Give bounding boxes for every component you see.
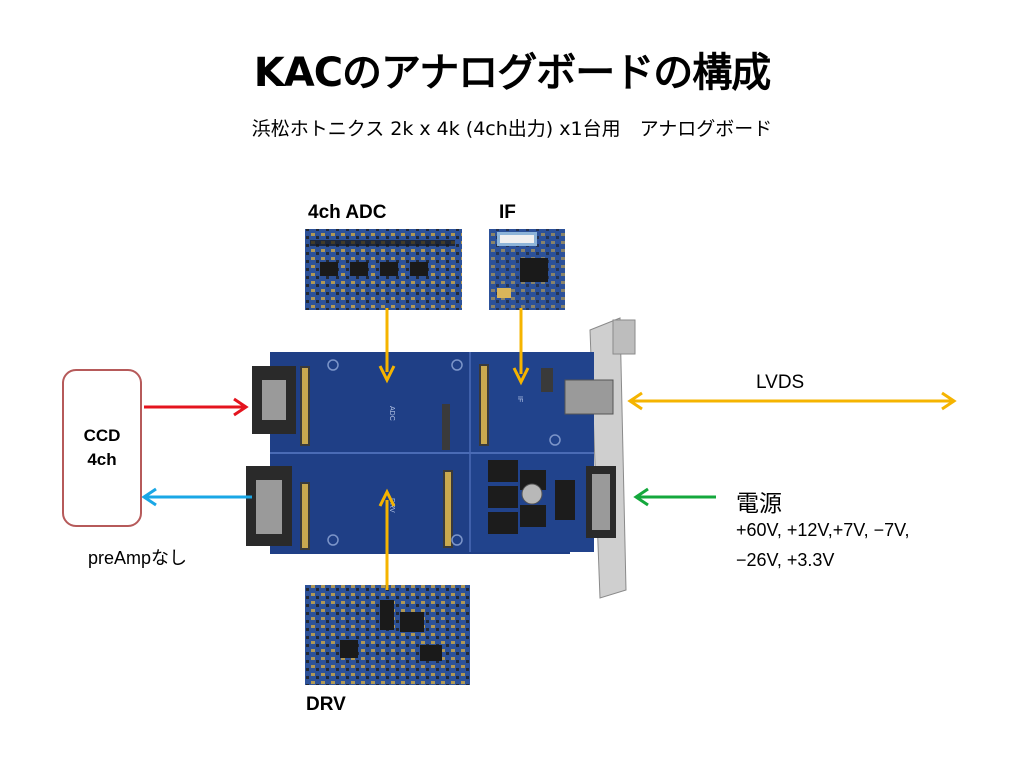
ccd-label-line2: 4ch (87, 450, 117, 469)
ccd-label-line1: CCD (83, 426, 121, 445)
drv-arrow (378, 488, 396, 590)
main-board-photo (246, 317, 636, 599)
adc-arrow (378, 308, 396, 384)
power-arrow (633, 487, 716, 507)
ccd-box: CCD 4ch (62, 369, 142, 527)
ccd-input-arrow (144, 397, 249, 417)
if-arrow (512, 308, 530, 386)
if-label: IF (499, 202, 516, 223)
power-title: 電源 (736, 491, 782, 517)
page-subtitle: 浜松ホトニクス 2k x 4k (4ch出力) x1台用 アナログボード (251, 118, 773, 140)
drv-label: DRV (306, 694, 346, 715)
ccd-output-arrow (141, 487, 252, 507)
if-silkscreen: IF (516, 396, 523, 402)
if-module-photo (489, 229, 565, 310)
power-voltages-line2: −26V, +3.3V (736, 550, 835, 570)
preamp-note: preAmpなし (88, 548, 188, 568)
adc-label: 4ch ADC (308, 202, 387, 223)
adc-module-photo (305, 229, 462, 310)
power-voltages-line1: +60V, +12V,+7V, −7V, (736, 520, 910, 540)
lvds-arrow (627, 391, 957, 411)
adc-silkscreen: ADC (388, 406, 395, 421)
lvds-label: LVDS (756, 372, 805, 393)
drv-module-photo (305, 585, 470, 685)
page-title: KACのアナログボードの構成 (253, 50, 772, 96)
drv-silkscreen: DRV (388, 498, 395, 513)
